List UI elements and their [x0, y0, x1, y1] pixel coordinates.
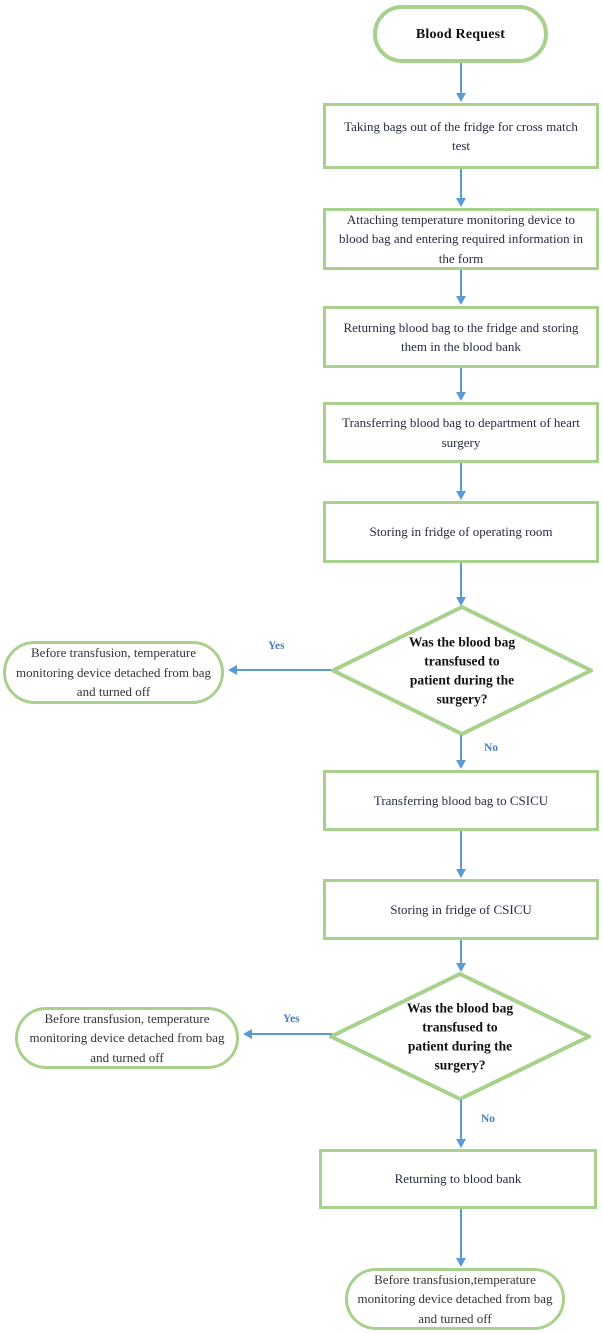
process-attach-device-label: Attaching temperature monitoring device …	[338, 211, 584, 266]
connector-d1-yes-line	[237, 669, 331, 671]
process-return-to-fridge-label: Returning blood bag to the fridge and st…	[343, 319, 579, 355]
process-return-blood-bank-label: Returning to blood bank	[394, 1171, 522, 1187]
connector-p5-d1-arrowhead	[456, 597, 466, 606]
connector-p7-d2-line	[460, 940, 462, 963]
start-terminator: Blood Request	[373, 5, 548, 63]
terminator-detach-device-2: Before transfusion, temperature monitori…	[15, 1007, 239, 1069]
terminator-detach-device-2-label: Before transfusion, temperature monitori…	[29, 1010, 225, 1065]
connector-start-p1-line	[460, 63, 462, 93]
process-transfer-heart-surgery-label: Transferring blood bag to department of …	[342, 415, 580, 450]
connector-p8-end-arrowhead	[456, 1258, 466, 1267]
process-store-operating-room: Storing in fridge of operating room	[323, 501, 599, 563]
yes-label-2: Yes	[283, 1013, 300, 1025]
connector-p1-p2-line	[460, 169, 462, 198]
connector-d2-yes-line	[252, 1033, 332, 1035]
decision-transfused-surgery-2: Was the blood bag transfused to patient …	[329, 972, 591, 1101]
connector-p7-d2-arrowhead	[456, 963, 466, 972]
decision-transfused-surgery-1-label: Was the blood bag transfused to patient …	[408, 634, 516, 707]
process-transfer-heart-surgery: Transferring blood bag to department of …	[323, 402, 599, 463]
connector-p3-p4-line	[460, 368, 462, 392]
connector-d2-yes-arrowhead	[243, 1029, 252, 1039]
process-transfer-csicu-label: Transferring blood bag to CSICU	[373, 792, 549, 808]
connector-p8-end-line	[460, 1209, 462, 1258]
decision-diamond-shape-1	[331, 605, 593, 736]
connector-d1-p6-line	[460, 735, 462, 760]
process-cross-match-test: Taking bags out of the fridge for cross …	[323, 103, 599, 169]
process-cross-match-test-label: Taking bags out of the fridge for cross …	[344, 118, 578, 154]
connector-p5-d1-line	[460, 563, 462, 597]
connector-p4-p5-arrowhead	[456, 491, 466, 500]
process-return-to-fridge: Returning blood bag to the fridge and st…	[323, 306, 599, 368]
end-terminator-label: Before transfusion,temperature monitorin…	[357, 1271, 553, 1326]
process-store-csicu-label: Storing in fridge of CSICU	[390, 901, 532, 917]
process-attach-device: Attaching temperature monitoring device …	[323, 208, 599, 270]
no-label-1: No	[484, 742, 499, 754]
connector-p2-p3-arrowhead	[456, 296, 466, 305]
start-terminator-label: Blood Request	[415, 26, 506, 42]
connector-p4-p5-line	[460, 463, 462, 491]
decision-transfused-surgery-1: Was the blood bag transfused to patient …	[331, 605, 593, 736]
connector-p1-p2-arrowhead	[456, 198, 466, 207]
connector-p3-p4-arrowhead	[456, 392, 466, 401]
connector-d1-p6-arrowhead	[456, 760, 466, 769]
process-store-operating-room-label: Storing in fridge of operating room	[369, 524, 553, 540]
terminator-detach-device-1: Before transfusion, temperature monitori…	[3, 641, 224, 704]
connector-d2-p8-line	[460, 1100, 462, 1139]
connector-p2-p3-line	[460, 270, 462, 296]
connector-d2-p8-arrowhead	[456, 1139, 466, 1148]
process-transfer-csicu: Transferring blood bag to CSICU	[323, 770, 599, 831]
process-return-blood-bank: Returning to blood bank	[319, 1149, 597, 1209]
connector-d1-yes-arrowhead	[228, 665, 237, 675]
connector-p6-p7-arrowhead	[456, 869, 466, 878]
decision-diamond-shape-2	[329, 972, 591, 1101]
connector-p6-p7-line	[460, 831, 462, 869]
connector-start-p1-arrowhead	[456, 93, 466, 102]
end-terminator: Before transfusion,temperature monitorin…	[345, 1268, 565, 1330]
no-label-2: No	[481, 1113, 496, 1125]
yes-label-1: Yes	[268, 640, 285, 652]
process-store-csicu: Storing in fridge of CSICU	[323, 879, 599, 940]
terminator-detach-device-1-label: Before transfusion, temperature monitori…	[16, 645, 211, 700]
decision-transfused-surgery-2-label: Was the blood bag transfused to patient …	[406, 1000, 514, 1073]
